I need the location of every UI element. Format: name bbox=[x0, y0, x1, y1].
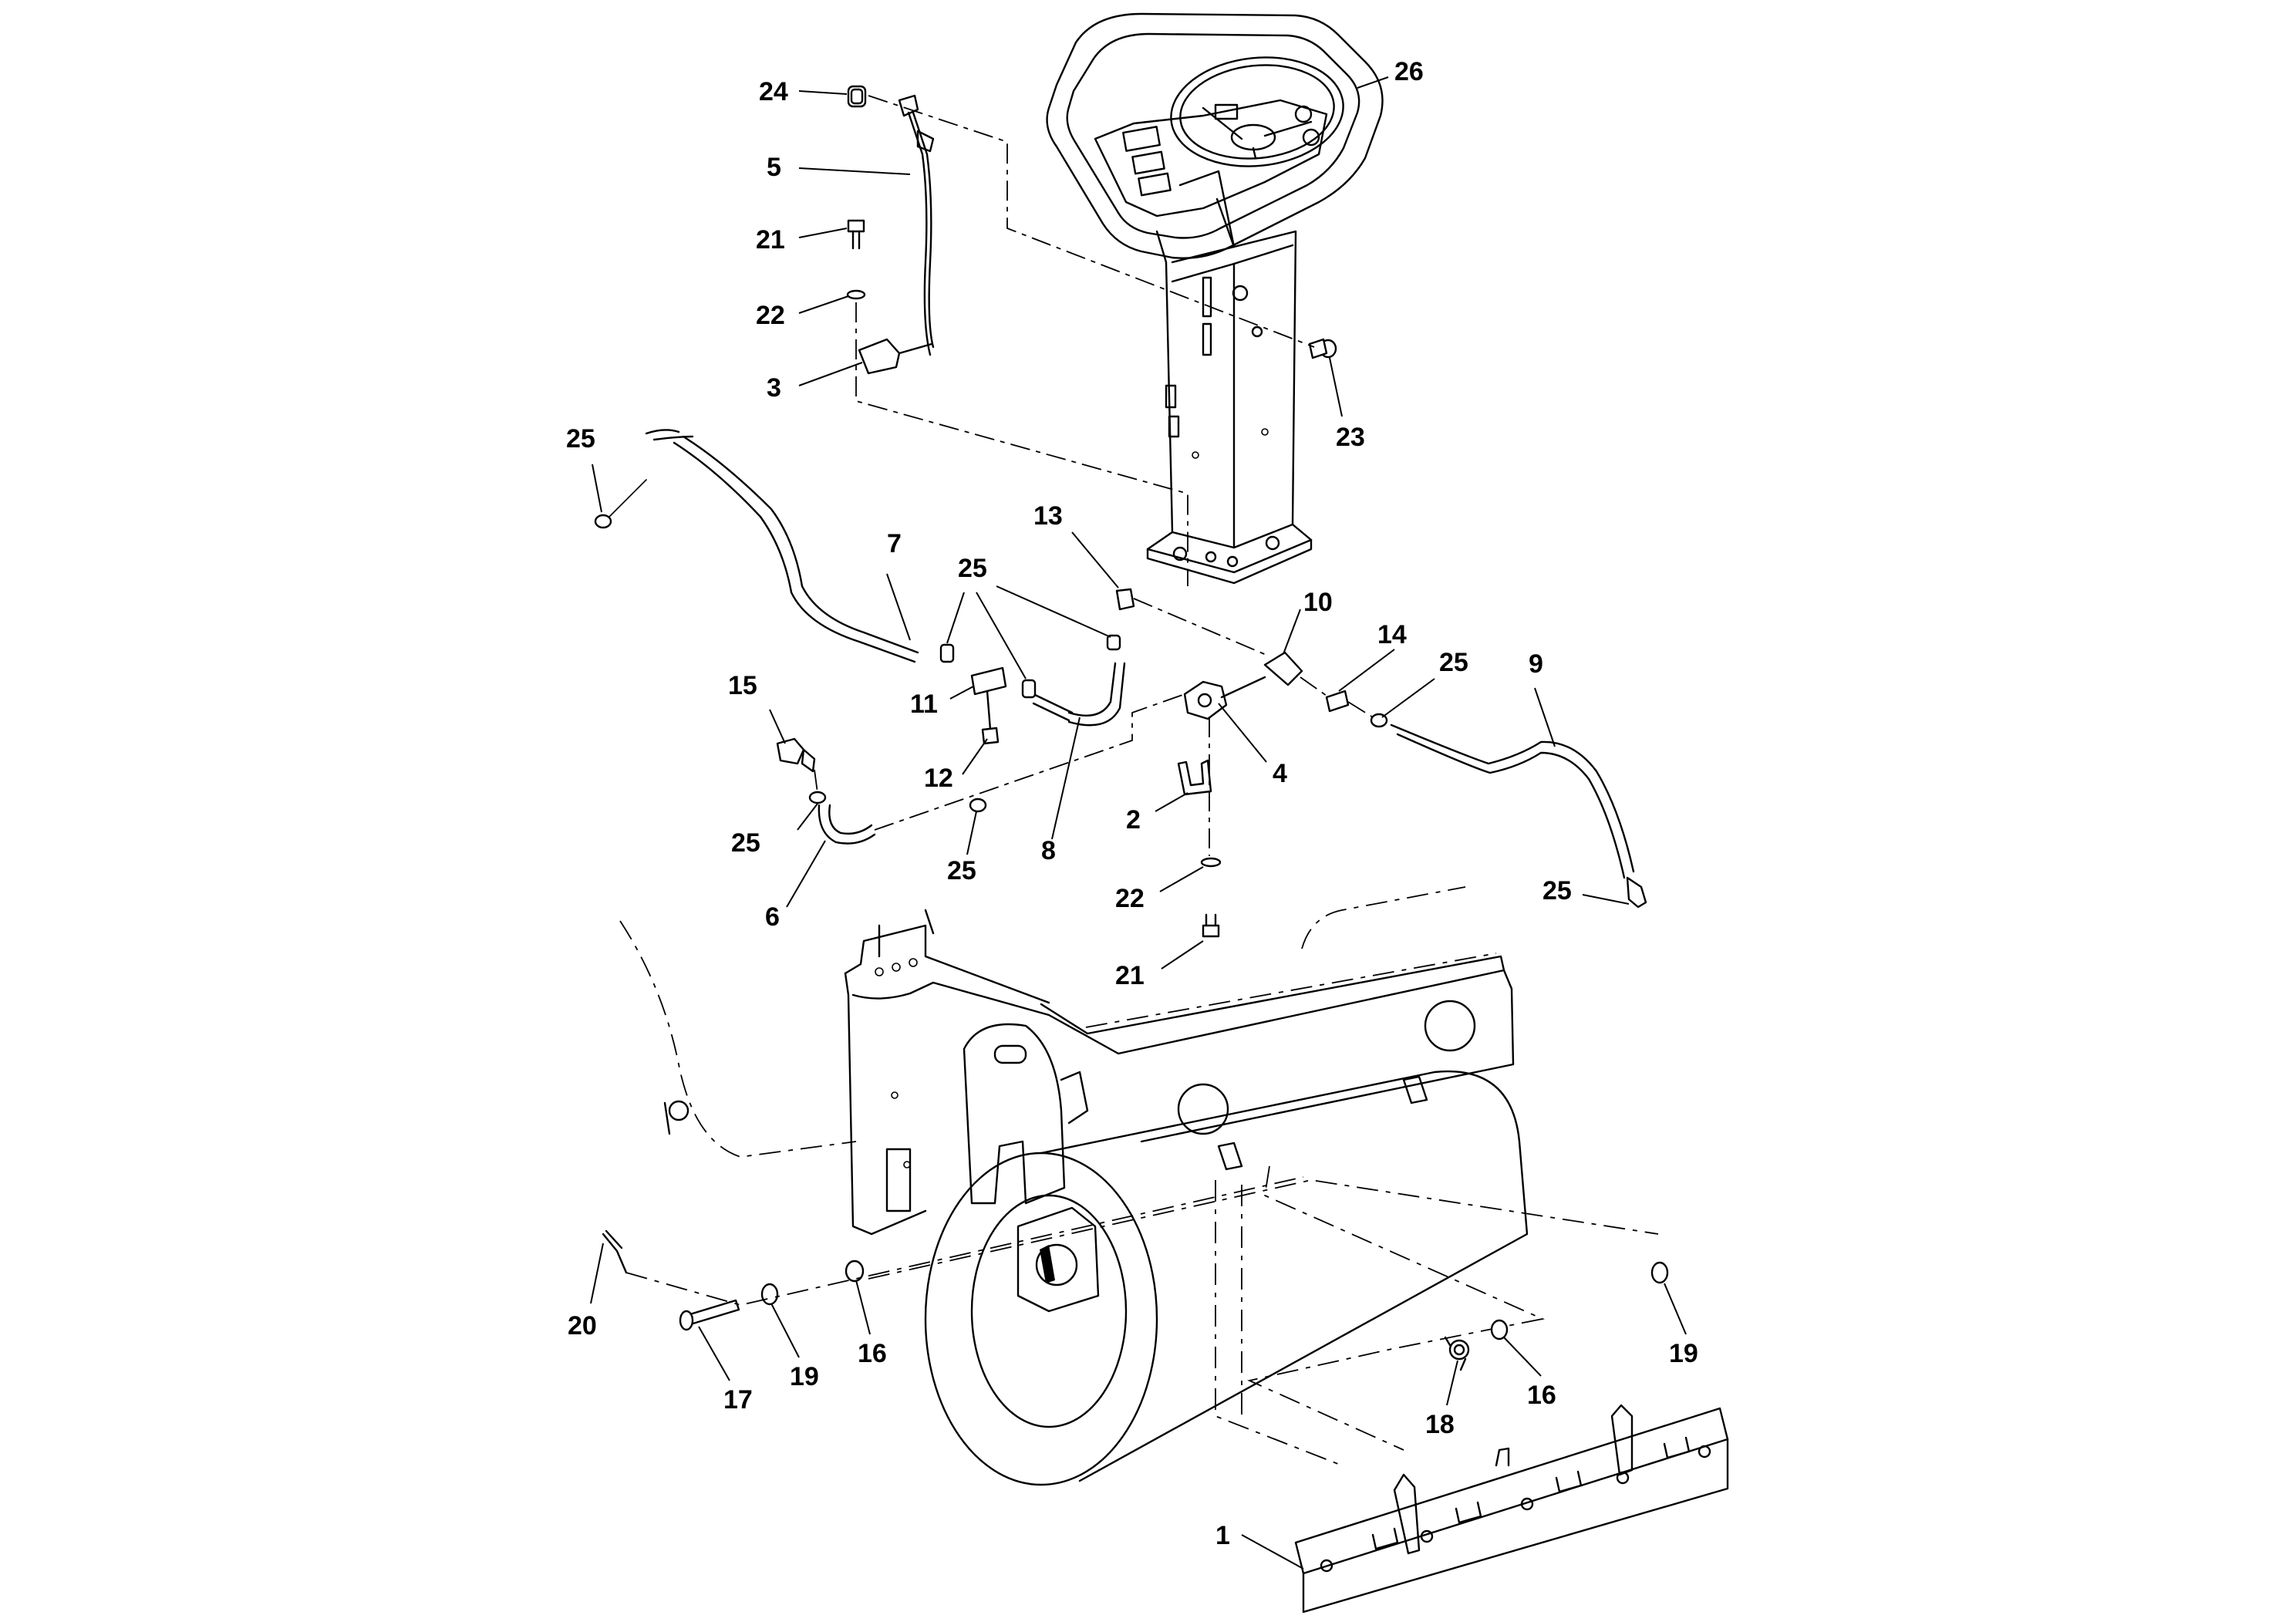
scraper-bar bbox=[1294, 1319, 1729, 1614]
callout-25: 25 bbox=[731, 828, 760, 858]
callout-14: 14 bbox=[1377, 620, 1407, 649]
callout-21: 21 bbox=[1115, 961, 1145, 990]
pin-hardware bbox=[602, 1176, 1669, 1331]
callout-13: 13 bbox=[1033, 501, 1063, 531]
callout-25: 25 bbox=[1439, 648, 1468, 677]
callout-5: 5 bbox=[767, 153, 781, 182]
callout-23: 23 bbox=[1336, 423, 1365, 452]
callout-25: 25 bbox=[958, 554, 987, 583]
hose-assembly bbox=[594, 429, 1647, 938]
callout-18: 18 bbox=[1425, 1410, 1455, 1439]
machine-frame bbox=[619, 886, 1659, 1486]
callout-25: 25 bbox=[1542, 876, 1572, 905]
callout-7: 7 bbox=[887, 529, 902, 558]
callout-19: 19 bbox=[1669, 1339, 1698, 1368]
callout-22: 22 bbox=[756, 301, 785, 330]
callout-3: 3 bbox=[767, 373, 781, 403]
steering-console bbox=[1046, 12, 1384, 585]
callout-17: 17 bbox=[723, 1385, 753, 1415]
callout-21: 21 bbox=[756, 225, 785, 255]
callout-16: 16 bbox=[1527, 1381, 1556, 1410]
callout-10: 10 bbox=[1303, 588, 1333, 617]
callout-24: 24 bbox=[759, 77, 788, 106]
callout-20: 20 bbox=[568, 1311, 597, 1340]
callout-2: 2 bbox=[1126, 805, 1141, 835]
callout-6: 6 bbox=[765, 902, 780, 932]
callout-11: 11 bbox=[910, 690, 938, 719]
callout-1: 1 bbox=[1215, 1521, 1230, 1550]
callout-19: 19 bbox=[790, 1362, 819, 1391]
callout-25: 25 bbox=[566, 424, 595, 454]
callout-9: 9 bbox=[1529, 649, 1543, 679]
callout-labels: 24 26 5 21 22 3 23 25 7 13 25 10 14 25 9… bbox=[566, 57, 1698, 1550]
callout-8: 8 bbox=[1041, 836, 1056, 865]
callout-12: 12 bbox=[924, 764, 953, 793]
leader-lines bbox=[590, 76, 1687, 1570]
callout-25: 25 bbox=[947, 856, 976, 885]
throttle-cable-assembly bbox=[846, 85, 1337, 586]
callout-26: 26 bbox=[1394, 57, 1424, 86]
callout-4: 4 bbox=[1273, 759, 1287, 788]
callout-22: 22 bbox=[1115, 884, 1145, 913]
callout-15: 15 bbox=[728, 671, 757, 700]
callout-16: 16 bbox=[858, 1339, 887, 1368]
